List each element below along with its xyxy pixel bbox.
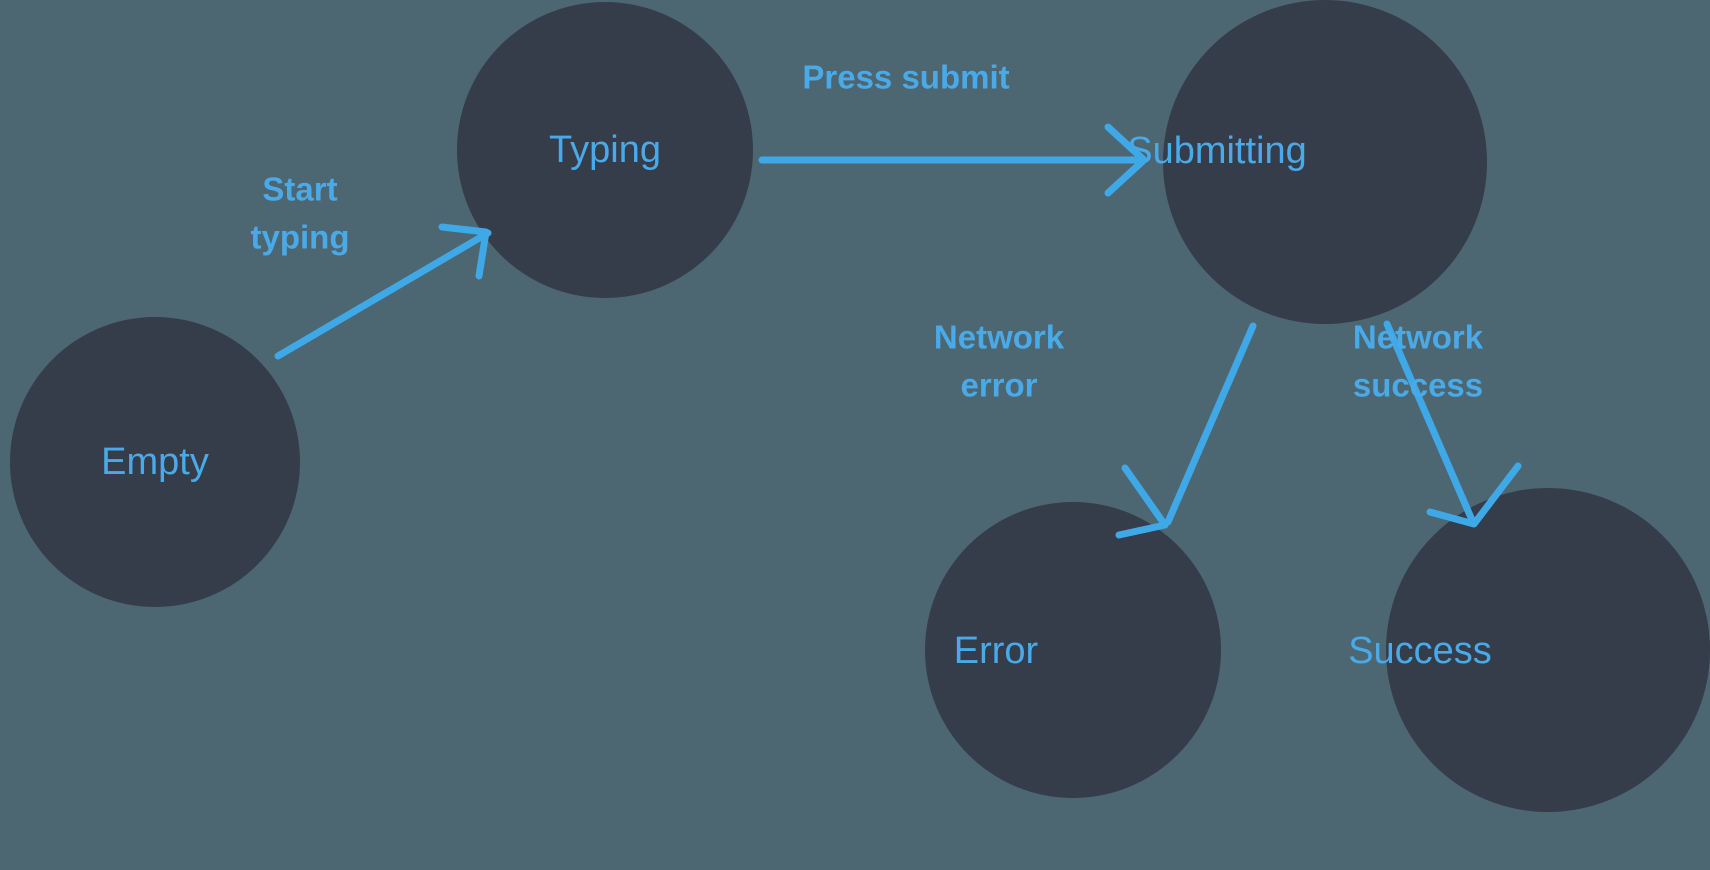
edge-submitting-to-error-label-line1: Network <box>934 319 1065 356</box>
edge-submitting-to-success-arrowhead <box>1426 462 1522 528</box>
node-empty-label: Empty <box>101 441 209 483</box>
edge-empty-to-typing-arrowhead <box>438 223 490 280</box>
edge-empty-to-typing-label-line1: Start <box>262 171 337 208</box>
edge-submitting-to-error-arrowhead <box>1115 464 1169 539</box>
node-error[interactable]: Error <box>925 502 1221 798</box>
node-typing[interactable]: Typing <box>457 2 753 298</box>
node-typing-circle[interactable] <box>457 2 753 298</box>
edge-submitting-to-error: Network error <box>934 319 1257 539</box>
edge-typing-to-submitting-arrowhead <box>1104 123 1148 197</box>
edge-submitting-to-success: Network success <box>1353 319 1522 528</box>
edge-submitting-to-success-line <box>1383 320 1476 524</box>
node-success-label: Success <box>1348 630 1492 672</box>
edge-empty-to-typing-label-line2: typing <box>251 219 350 256</box>
edge-submitting-to-success-label-line1: Network <box>1353 319 1484 356</box>
node-error-label: Error <box>954 630 1039 672</box>
edge-empty-to-typing-line <box>274 229 492 360</box>
edge-typing-to-submitting-label-line1: Press submit <box>802 59 1009 96</box>
node-submitting-label: Submitting <box>1127 130 1307 172</box>
node-error-circle[interactable] <box>925 502 1221 798</box>
node-typing-label: Typing <box>549 129 661 171</box>
edge-submitting-to-success-label-line2: success <box>1353 367 1483 404</box>
edge-empty-to-typing: Start typing <box>251 171 492 360</box>
node-submitting-circle[interactable] <box>1163 0 1487 324</box>
node-success[interactable]: Success <box>1348 488 1710 812</box>
node-empty[interactable]: Empty <box>10 317 300 607</box>
node-empty-circle[interactable] <box>10 317 300 607</box>
node-submitting[interactable]: Submitting <box>1127 0 1487 324</box>
edge-submitting-to-error-label-line2: error <box>960 367 1037 404</box>
node-success-circle[interactable] <box>1386 488 1710 812</box>
edge-submitting-to-error-line <box>1164 322 1257 526</box>
edge-typing-to-submitting: Press submit <box>758 59 1148 197</box>
